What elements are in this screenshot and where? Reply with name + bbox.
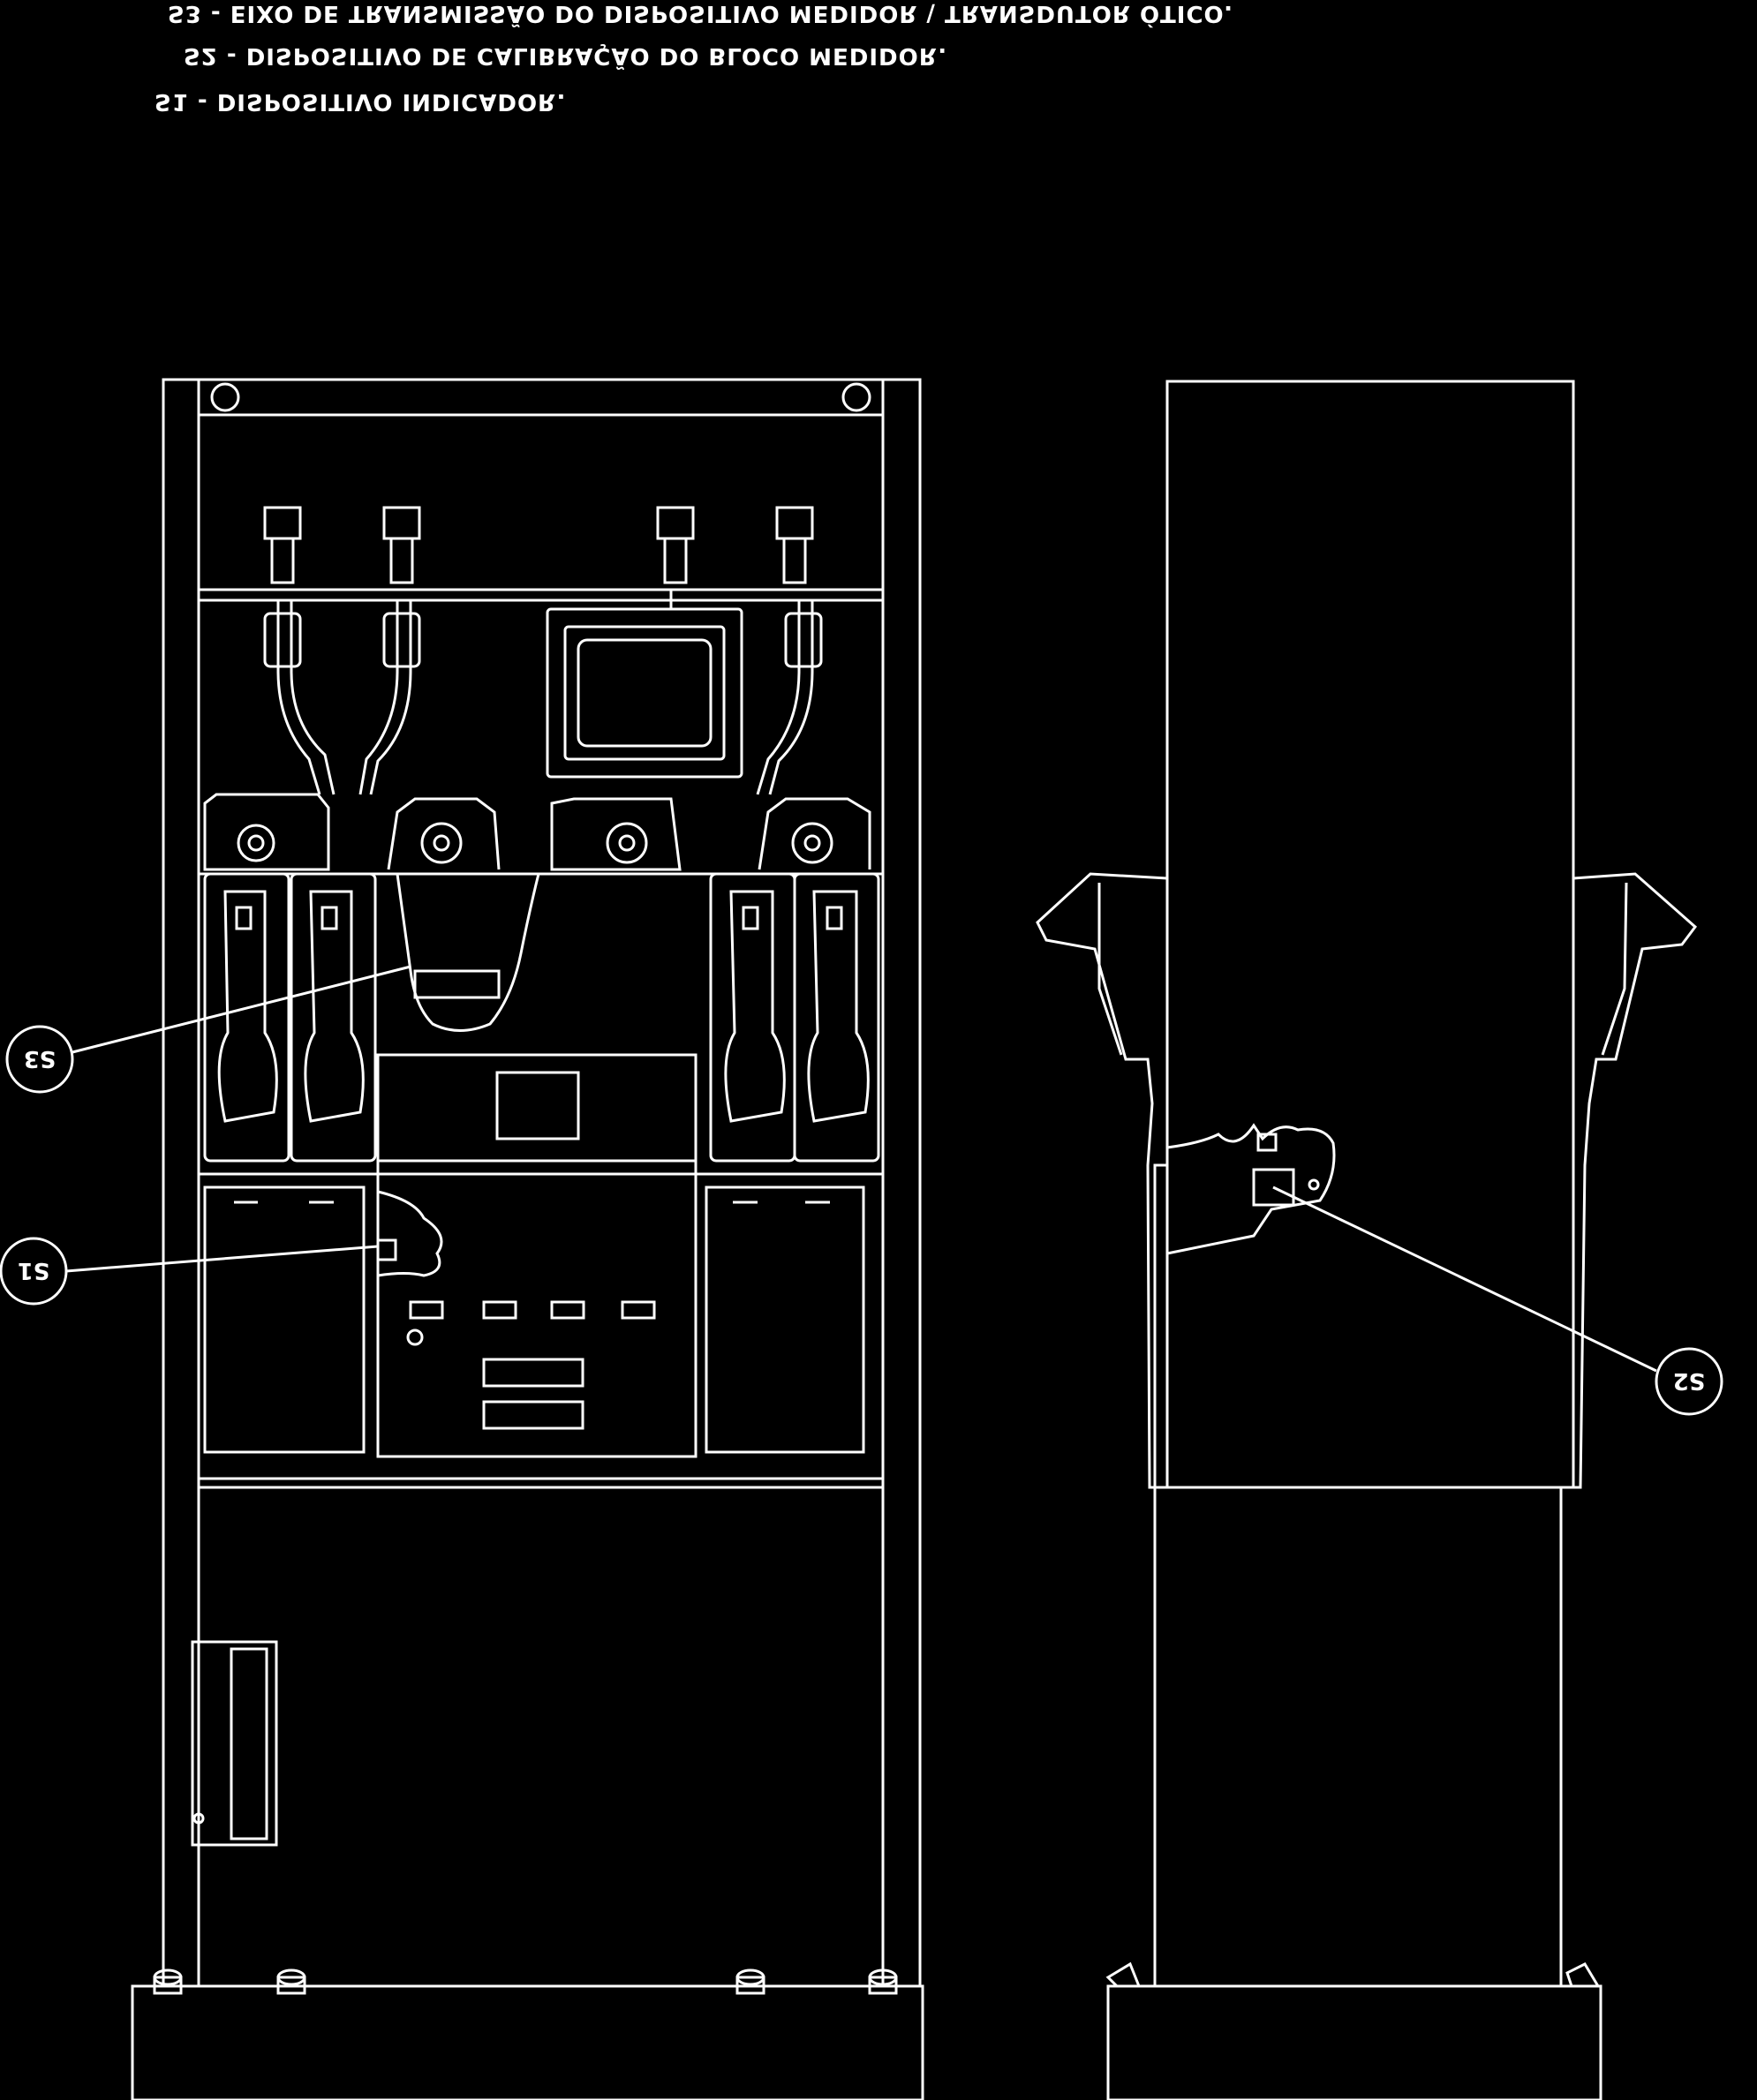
side-boxes	[199, 1174, 883, 1452]
display-box	[547, 590, 742, 777]
callout-s1-label: S1	[18, 1257, 50, 1283]
callout-s3: S3	[7, 967, 411, 1092]
callout-s2: S2	[1273, 1187, 1722, 1414]
nozzle-holders-left	[205, 874, 375, 1161]
center-panel	[378, 1055, 696, 1456]
callout-s3-label: S3	[24, 1045, 57, 1072]
callout-s2-label: S2	[1673, 1367, 1706, 1394]
side-view	[1037, 381, 1695, 2100]
lower-hatch	[192, 1642, 276, 1845]
side-column	[1167, 381, 1573, 1487]
side-base	[1108, 1986, 1601, 2100]
front-view	[132, 380, 923, 2100]
front-base	[132, 1986, 923, 2100]
calibration-device	[1254, 1170, 1293, 1205]
s2-cutaway	[1167, 1125, 1334, 1253]
optical-transducer	[415, 971, 499, 997]
bolt-icon	[212, 384, 238, 410]
hoses	[265, 600, 821, 794]
s3-cutaway	[397, 874, 539, 1031]
bolt-icon	[843, 384, 870, 410]
meter-blocks	[199, 794, 883, 874]
base-feet	[155, 1970, 896, 1993]
right-wing	[1573, 874, 1695, 1487]
left-wing	[1037, 874, 1167, 1487]
callout-s1: S1	[1, 1238, 378, 1304]
pipe-couplings	[265, 508, 812, 583]
nozzle-holders-right	[711, 874, 878, 1161]
